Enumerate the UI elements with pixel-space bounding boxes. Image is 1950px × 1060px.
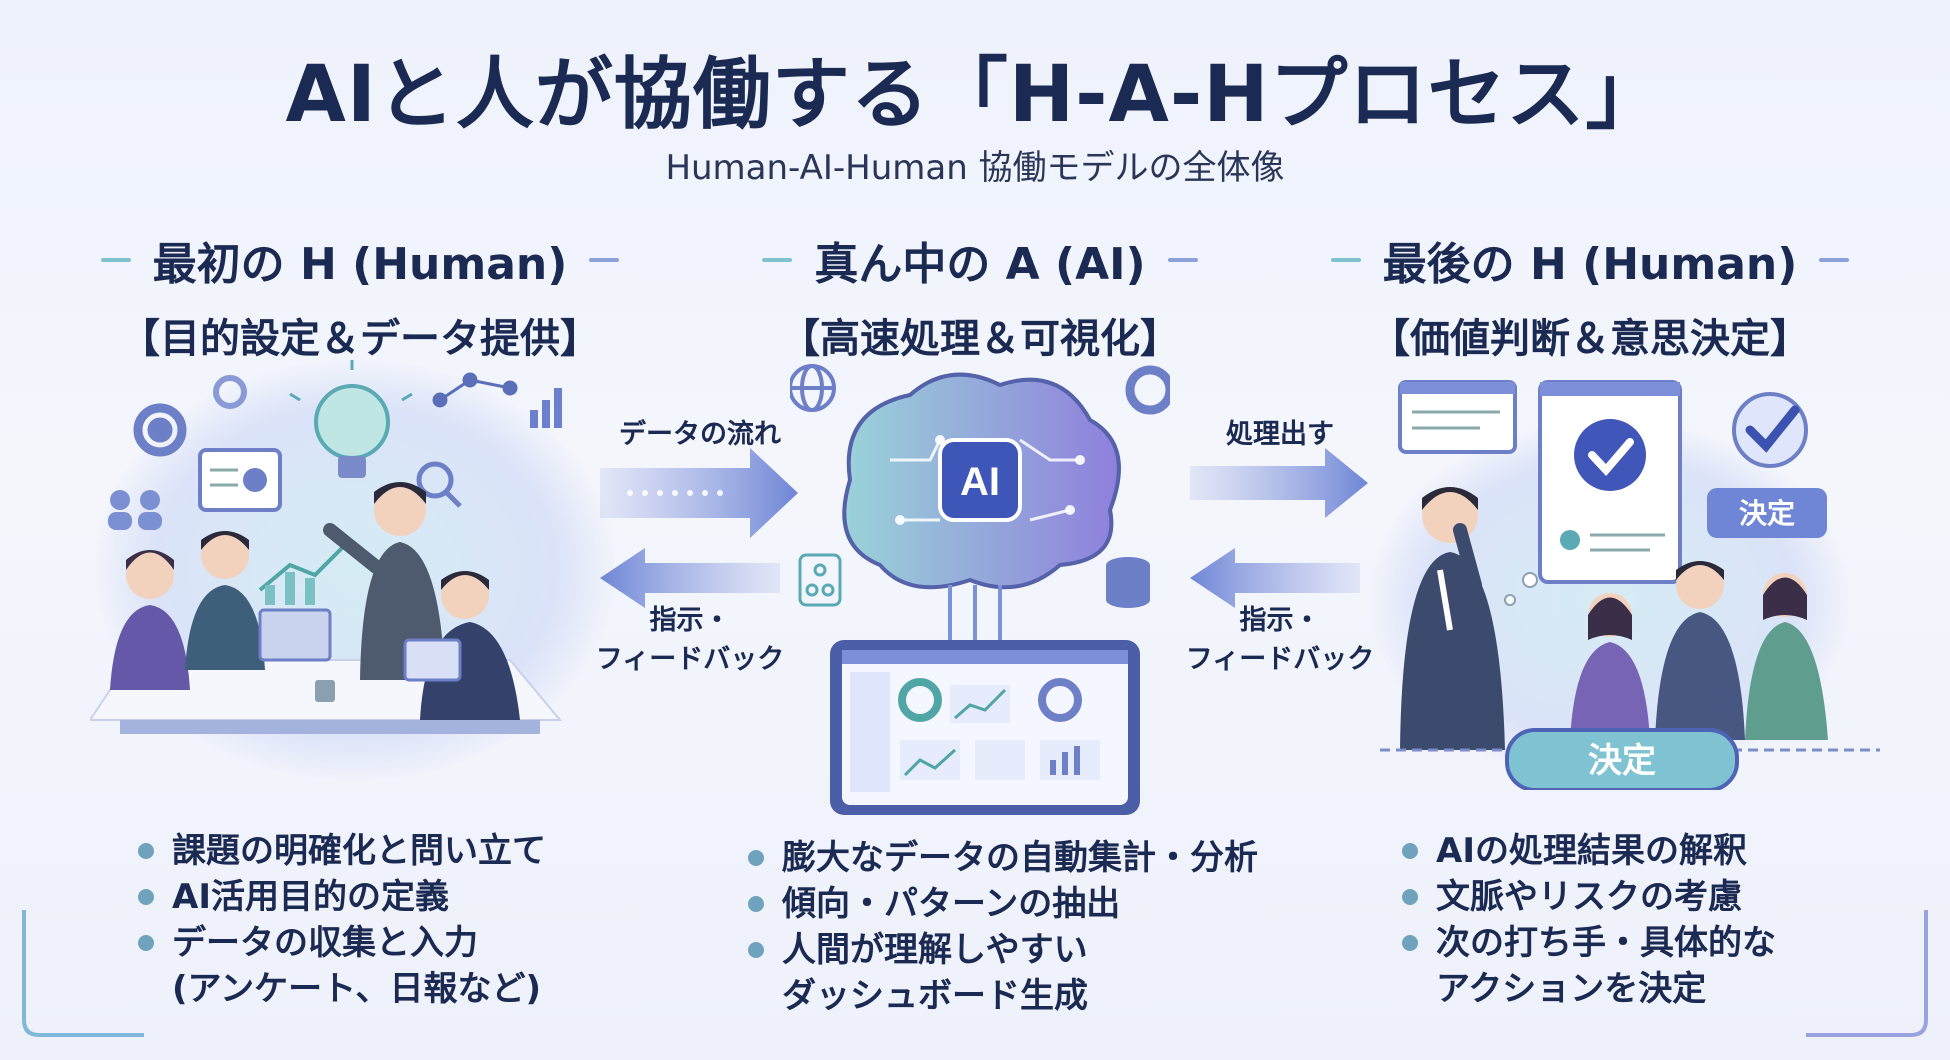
column-subheading: 【高速処理＆可視化】 bbox=[780, 316, 1180, 362]
list-item-continuation: (アンケート、日報など) bbox=[172, 969, 542, 1009]
column-heading: 真ん中の A (AI) bbox=[814, 239, 1146, 290]
list-item: 次の打ち手・具体的な bbox=[1396, 920, 1916, 966]
bullet-dot-icon bbox=[1402, 935, 1418, 951]
back-arrow-feedback-right bbox=[1190, 548, 1360, 608]
column-human-last-header: 最後の H (Human) 【価値判断＆意思決定】 bbox=[1310, 228, 1870, 364]
decision-badge-large-label: 決定 bbox=[1588, 741, 1656, 781]
bullet-dot-icon bbox=[138, 935, 154, 951]
feedback-label-line: フィードバック bbox=[1185, 644, 1375, 675]
bullet-dot-icon bbox=[138, 889, 154, 905]
feedback-label-left: 指示・ フィードバック bbox=[590, 598, 790, 676]
person-man-right-seated bbox=[403, 571, 520, 720]
dashboard-tablet bbox=[830, 640, 1140, 815]
column-human-first-header: 最初の H (Human) 【目的設定＆データ提供】 bbox=[80, 228, 640, 364]
bullet-dot-icon bbox=[748, 896, 764, 912]
growth-chart-icon bbox=[258, 538, 352, 605]
bullet-dot-icon bbox=[1402, 889, 1418, 905]
lightbulb-icon bbox=[289, 360, 413, 478]
list-item: 傾向・パターンの抽出 bbox=[742, 881, 1302, 927]
report-document-icon bbox=[198, 448, 282, 512]
list-item: 課題の明確化と問い立て bbox=[132, 828, 672, 874]
corner-bracket-bottom-right bbox=[1806, 910, 1928, 1037]
list-item: 文脈やリスクの考慮 bbox=[1396, 874, 1916, 920]
human-first-bullets: 課題の明確化と問い立て AI活用目的の定義 データの収集と入力 (アンケート、日… bbox=[132, 828, 672, 1012]
person-woman-center bbox=[1570, 593, 1650, 740]
globe-icon bbox=[790, 364, 836, 412]
column-heading: 最初の H (Human) bbox=[152, 239, 568, 290]
chat-window-icon bbox=[1398, 380, 1517, 454]
person-woman-right bbox=[1745, 573, 1828, 740]
ai-brain-illustration: AI bbox=[790, 364, 1170, 815]
gear-icon bbox=[213, 375, 247, 409]
decision-badge-small: 決定 bbox=[1707, 488, 1827, 538]
data-flow-label: データの流れ bbox=[619, 419, 781, 450]
ai-chip bbox=[938, 438, 1022, 522]
forward-arrow-data-flow bbox=[600, 448, 798, 538]
search-icon bbox=[416, 461, 462, 508]
list-item: AI活用目的の定義 bbox=[132, 874, 672, 920]
bullet-dot-icon bbox=[748, 850, 764, 866]
meeting-illustration bbox=[90, 360, 563, 734]
list-item-continuation: アクションを決定 bbox=[1436, 969, 1707, 1009]
gear-icon bbox=[133, 403, 187, 457]
list-item: AIの処理結果の解釈 bbox=[1396, 828, 1916, 874]
column-heading: 最後の H (Human) bbox=[1382, 239, 1798, 290]
column-subheading: 【目的設定＆データ提供】 bbox=[120, 316, 600, 362]
coffee-cup-icon bbox=[315, 680, 335, 702]
bar-chart-icon bbox=[530, 388, 562, 428]
list-item: 膨大なデータの自動集計・分析 bbox=[742, 835, 1302, 881]
column-ai-header: 真ん中の A (AI) 【高速処理＆可視化】 bbox=[700, 228, 1260, 364]
network-icon bbox=[432, 372, 518, 408]
bullet-dot-icon bbox=[1402, 843, 1418, 859]
person-man-thinking bbox=[1400, 487, 1505, 750]
corner-bracket-bottom-left bbox=[22, 910, 144, 1037]
laptop bbox=[258, 608, 332, 662]
decision-badge-large: 決定 bbox=[1505, 728, 1739, 790]
person-man-center-seated bbox=[185, 531, 265, 670]
feedback-label-line: フィードバック bbox=[595, 644, 785, 675]
ai-chip-label: AI bbox=[960, 460, 1000, 504]
feedback-label-line: 指示・ bbox=[1239, 605, 1321, 636]
page-title: AIと人が協働する「H-A-Hプロセス」 bbox=[285, 50, 1665, 140]
back-arrow-feedback-left bbox=[600, 548, 780, 608]
column-subheading: 【価値判断＆意思決定】 bbox=[1370, 316, 1810, 362]
forward-arrow-processing-output bbox=[1190, 448, 1368, 518]
approved-document-icon bbox=[1538, 380, 1682, 584]
list-item: 人間が理解しやすい bbox=[742, 927, 1302, 973]
decision-illustration: 決定 決定 bbox=[1380, 380, 1880, 790]
bullet-dot-icon bbox=[138, 843, 154, 859]
ai-bullets: 膨大なデータの自動集計・分析 傾向・パターンの抽出 人間が理解しやすい ダッシュ… bbox=[742, 835, 1302, 1019]
page-subtitle: Human-AI-Human 協働モデルの全体像 bbox=[665, 148, 1285, 188]
bullet-dot-icon bbox=[748, 942, 764, 958]
decision-badge-small-label: 決定 bbox=[1739, 497, 1795, 530]
list-item: データの収集と入力 bbox=[132, 920, 672, 966]
gear-icon bbox=[1125, 365, 1170, 415]
flowchart-icon bbox=[798, 553, 842, 607]
feedback-label-right: 指示・ フィードバック bbox=[1170, 598, 1390, 676]
person-man-right bbox=[1655, 561, 1745, 740]
processing-output-label: 処理出す bbox=[1226, 419, 1334, 450]
users-icon bbox=[108, 490, 162, 530]
feedback-label-line: 指示・ bbox=[649, 605, 731, 636]
check-badge-icon bbox=[1732, 392, 1808, 468]
list-item-continuation: ダッシュボード生成 bbox=[782, 976, 1088, 1016]
person-woman-left bbox=[110, 550, 190, 690]
human-last-bullets: AIの処理結果の解釈 文脈やリスクの考慮 次の打ち手・具体的な アクションを決定 bbox=[1396, 828, 1916, 1012]
database-icon bbox=[1106, 557, 1150, 608]
